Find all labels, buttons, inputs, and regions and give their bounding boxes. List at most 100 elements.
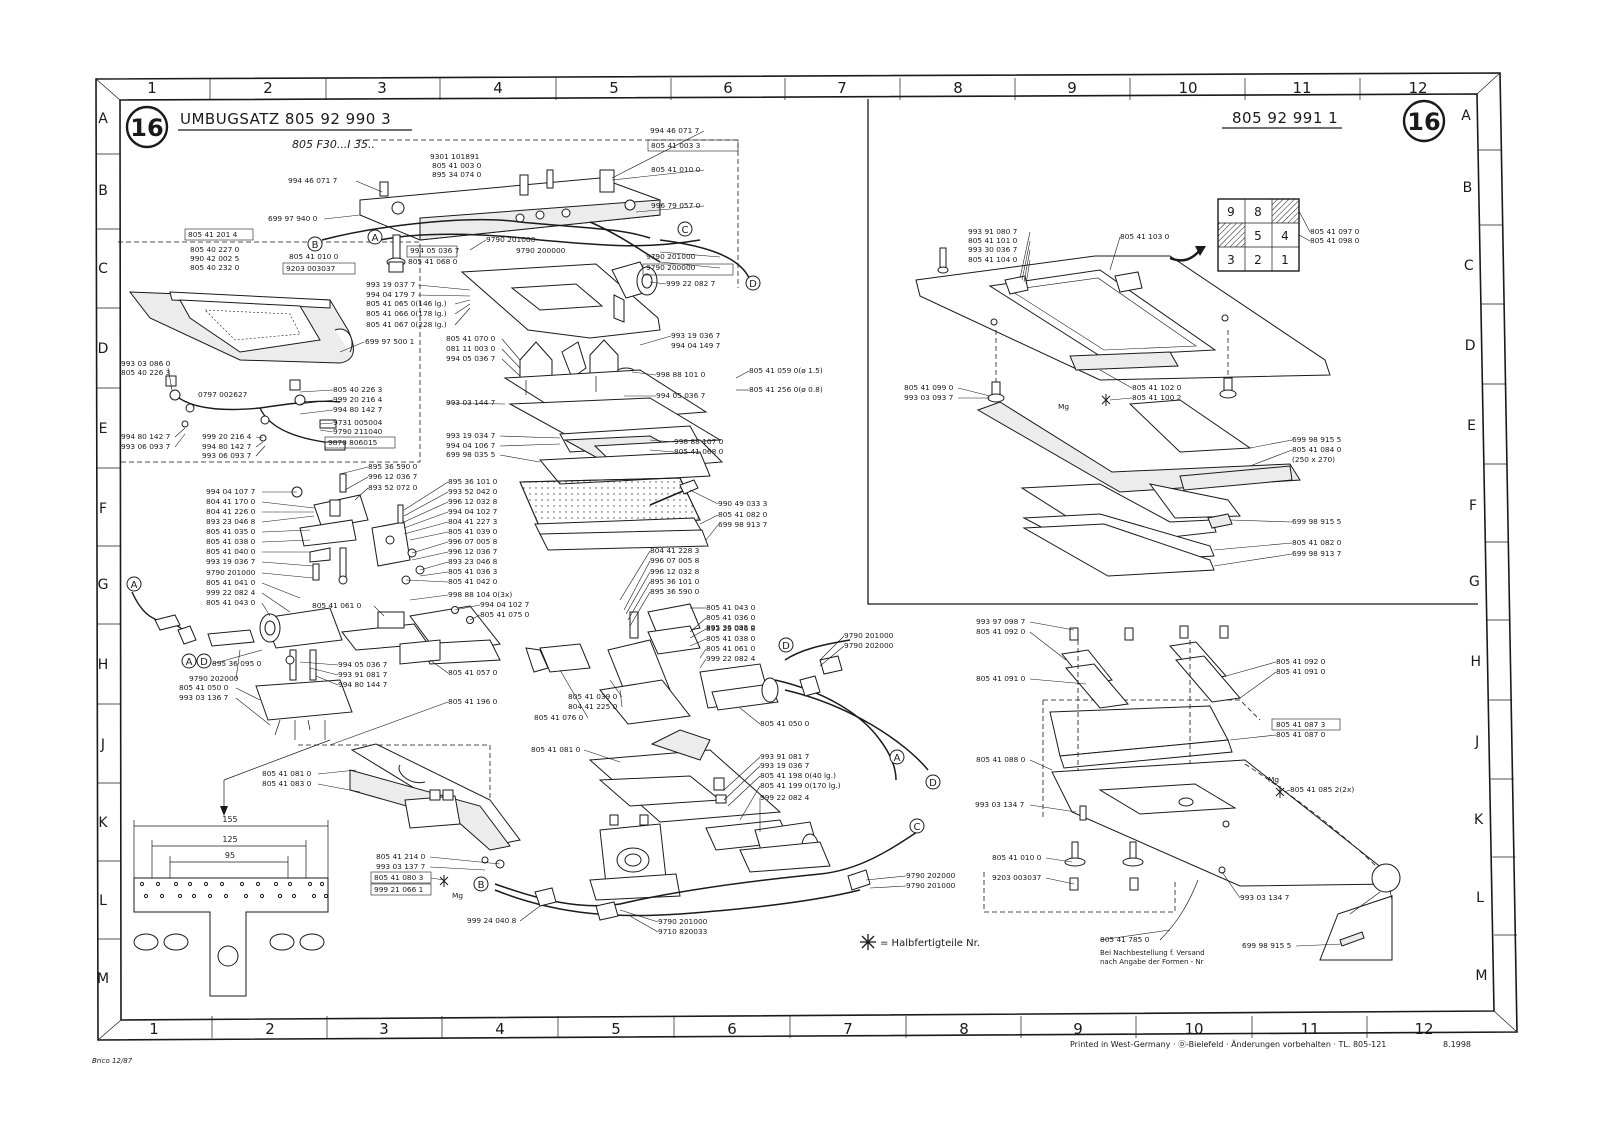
part-number-label: 895 36 095 0 [212, 659, 262, 668]
part-number-label: 805 41 040 0 [206, 547, 256, 556]
part-number-label: 9790 202000 [844, 641, 894, 650]
right-assembly-drawings [915, 246, 1401, 961]
part-number-label: 805 41 038 0 [206, 537, 256, 546]
part-number-label: 993 03 144 7 [446, 398, 496, 407]
part-number-label: 993 06 093 7 [121, 442, 171, 451]
part-number-label: 805 41 075 0 [480, 610, 530, 619]
part-number-label: 805 41 082 0 [1292, 538, 1342, 547]
part-number-label: 998 88 101 0 [656, 370, 706, 379]
part-number-label: 993 97 098 7 [976, 617, 1026, 626]
part-number-label: 895 36 101 0 [650, 577, 700, 586]
part-number-label: 805 41 050 0 [760, 719, 810, 728]
callout-a-mid: A [894, 753, 901, 764]
part-number-label: 996 12 032 8 [448, 497, 498, 506]
part-number-label: 805 41 010 0 [289, 252, 339, 261]
part-number-label: 805 41 088 0 [976, 755, 1026, 764]
part-number-label: 9790 211040 [333, 427, 383, 436]
subassembly-box-d [118, 241, 421, 463]
sheet-number-left: 16 [130, 114, 163, 142]
grid-row-label: K [98, 815, 108, 831]
part-number-label: 9790 202000 [189, 674, 239, 683]
part-number-label: 999 24 040 8 [467, 916, 517, 925]
part-number-label: 9790 201000 [646, 252, 696, 261]
part-number-label: 805 41 103 0 [1120, 232, 1170, 241]
part-number-label: 9731 005004 [333, 418, 383, 427]
part-number-label: Mg [452, 891, 463, 900]
part-number-label: 993 03 134 7 [975, 800, 1025, 809]
part-number-label: 9790 201000 [206, 568, 256, 577]
part-number-label: 805 41 065 0(146 lg.) [366, 299, 447, 308]
legend-semi-finished: = Halbfertigteile Nr. [860, 934, 980, 950]
part-number-label: 805 41 070 0 [446, 334, 496, 343]
part-number-label: 990 42 002 5 [190, 254, 240, 263]
callout-b-top: B [312, 240, 319, 251]
part-number-label: 0797 002627 [198, 390, 248, 399]
part-number-label: 699 98 915 5 [1242, 941, 1292, 950]
dimension-125: 125 [222, 835, 237, 844]
part-number-label: 893 52 072 0 [368, 483, 418, 492]
part-number-label: 805 41 043 0 [206, 598, 256, 607]
part-number-label: 993 03 136 7 [179, 693, 229, 702]
grid-row-label: L [1476, 890, 1484, 906]
part-number-label: 994 05 036 7 [446, 354, 496, 363]
part-number-label: 994 04 102 7 [480, 600, 530, 609]
part-number-label: 805 41 104 0 [968, 255, 1018, 264]
part-number-label: 893 23 046 8 [706, 624, 756, 633]
part-number-label: 994 80 142 7 [121, 432, 171, 441]
part-number-label: 805 41 061 0 [312, 601, 362, 610]
part-number-label: 805 41 042 0 [448, 577, 498, 586]
part-number-label: 805 41 010 0 [992, 853, 1042, 862]
part-number-label: 805 41 059 0(ø 1.5) [749, 366, 823, 375]
part-number-label: 993 19 036 7 [760, 761, 810, 770]
grid-column-label: 10 [1178, 79, 1197, 97]
part-number-label: 804 41 226 0 [206, 507, 256, 516]
part-number-label: 999 22 082 4 [706, 654, 756, 663]
part-number-label: 893 23 046 8 [448, 557, 498, 566]
part-number-label: 994 46 071 7 [288, 176, 338, 185]
part-number-label: 998 88 104 0(3x) [448, 590, 512, 599]
part-number-label: 699 98 915 5 [1292, 517, 1342, 526]
callout-d-mid: D [782, 641, 790, 652]
grid-row-label: H [1471, 654, 1482, 670]
part-number-label: 999 20 216 4 [202, 432, 252, 441]
grid-column-label: 11 [1300, 1020, 1319, 1038]
part-number-label: 805 41 198 0(40 lg.) [760, 771, 836, 780]
part-number-label: 993 06 093 7 [202, 451, 252, 460]
left-title: UMBUGSATZ 805 92 990 3 [180, 110, 391, 128]
sheet-number-right: 16 [1407, 108, 1440, 136]
part-number-label: 805 41 010 0 [651, 165, 701, 174]
callout-a-left-2: A [186, 657, 193, 668]
grid-column-label: 4 [493, 79, 503, 97]
part-number-label: 805 40 227 0 [190, 245, 240, 254]
part-number-label: 804 41 227 3 [448, 517, 498, 526]
part-number-label: 805 41 785 0 [1100, 935, 1150, 944]
grid-column-label: 1 [149, 1020, 159, 1038]
grid-row-label: B [98, 183, 108, 199]
part-number-label: 994 80 144 7 [338, 680, 388, 689]
part-number-label: 993 91 081 7 [338, 670, 388, 679]
part-number-label: 805 41 100 2 [1132, 393, 1181, 402]
part-number-label: 805 41 043 0 [706, 603, 756, 612]
part-number-label: 993 03 134 7 [1240, 893, 1290, 902]
part-number-label: 805 41 038 0 [706, 634, 756, 643]
part-number-label: 993 03 137 7 [376, 862, 426, 871]
part-number-label: 994 04 102 7 [448, 507, 498, 516]
part-number-label: 805 41 068 0 [674, 447, 724, 456]
part-number-label: 805 41 097 0 [1310, 227, 1360, 236]
left-subtitle: 805 F30...I 35.. [292, 138, 375, 151]
part-number-label: 805 41 085 2(2x) [1290, 785, 1354, 794]
part-number-label: 699 97 500 1 [365, 337, 415, 346]
part-number-label: 895 36 101 0 [448, 477, 498, 486]
grid-row-label: G [98, 577, 109, 593]
part-number-label: 996 12 036 7 [368, 472, 418, 481]
grid-row-label: D [98, 341, 109, 357]
part-number-label: Mg [1268, 775, 1279, 784]
grid-row-label: M [97, 971, 109, 987]
semi-finished-markers [439, 394, 1285, 887]
callout-c-bottom: C [914, 822, 921, 833]
callout-d-left: D [200, 657, 208, 668]
part-number-label: 699 98 913 7 [718, 520, 768, 529]
grid-column-label: 3 [377, 79, 387, 97]
part-number-label: 993 19 036 7 [206, 557, 256, 566]
